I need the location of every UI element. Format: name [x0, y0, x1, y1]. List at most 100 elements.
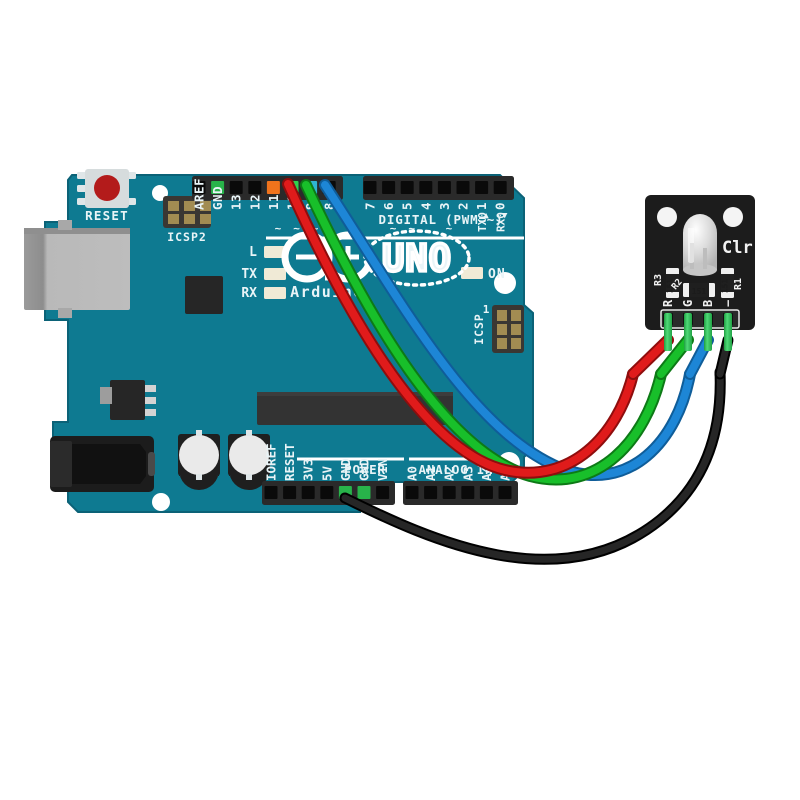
blue-wire [321, 181, 694, 479]
usb-interface-chip [185, 276, 223, 314]
power-pin-vin[interactable] [376, 486, 390, 499]
power-barrel-jack [50, 436, 155, 492]
analog-pin-a1[interactable] [424, 486, 438, 499]
module-pin-label-g: G [681, 300, 695, 307]
digital-pin-11[interactable] [266, 181, 280, 194]
digital-pin-2[interactable] [456, 181, 470, 194]
rgb-led-dome [683, 214, 717, 276]
reset-label: RESET [85, 208, 129, 223]
pwm-marker-6: ~ [390, 222, 397, 235]
power-pin-ioref[interactable] [264, 486, 278, 499]
pwm-marker-5: ~ [408, 222, 415, 235]
resistor-r3-ref: R3 [653, 274, 664, 286]
led-tx-label: TX [241, 267, 257, 282]
digital-pin-4[interactable] [419, 181, 433, 194]
analog-pin-label-a0: A0 [405, 466, 420, 481]
red-wire-tip-core [629, 336, 672, 378]
digital-pin-3[interactable] [437, 181, 451, 194]
power-pin-label-ioref: IOREF [264, 443, 279, 481]
reset-button[interactable] [77, 169, 136, 208]
electrolytic-capacitor [178, 430, 220, 490]
resistor-r1: 151 [721, 268, 734, 298]
digital-pin-label-11: 11 [266, 194, 281, 210]
module-pin-label-minus: − [721, 300, 735, 307]
analog-pin-a0[interactable] [405, 486, 419, 499]
rgb-led-module: Clr 151 R3 151 R2 151 R1 [645, 195, 755, 330]
power-pin-label-gnd: GND [338, 458, 353, 481]
power-pin-reset[interactable] [283, 486, 297, 499]
mounting-hole [152, 493, 170, 511]
wire-harness [282, 178, 726, 565]
digital-pin-alt-TX0: TX0 [476, 212, 489, 232]
icsp-header[interactable] [492, 305, 524, 353]
module-pin-post-minus [724, 313, 732, 351]
pwm-marker-10: ~ [293, 222, 300, 235]
power-pin-label-3v3: 3V3 [301, 458, 316, 481]
arduino-uno-board: RESET [24, 169, 534, 513]
digital-pin-6[interactable] [382, 181, 396, 194]
resistor-r2: 151 [683, 283, 715, 297]
digital-section-label: DIGITAL (PWM=~) [379, 212, 504, 227]
power-pin-3v3[interactable] [301, 486, 315, 499]
green-wire-tip-core [657, 336, 692, 378]
digital-pin-gnd[interactable] [211, 181, 225, 194]
digital-pin-label-12: 12 [247, 194, 262, 210]
led-on-label: ON [488, 267, 506, 282]
digital-pin-5[interactable] [400, 181, 414, 194]
reset-button-cap[interactable] [94, 175, 120, 201]
microcontroller-chip [257, 392, 453, 425]
digital-pin-label-3: 3 [437, 202, 452, 210]
icsp-label: ICSP [472, 313, 486, 345]
led-on-indicator [461, 267, 483, 279]
analog-pin-label-a3: A3 [460, 466, 475, 481]
digital-pin-label-5: 5 [400, 202, 415, 210]
module-pin-posts-top [664, 313, 732, 351]
uno-badge: UNO [363, 229, 471, 287]
voltage-regulator [100, 380, 156, 420]
led-rx-indicator [264, 287, 286, 299]
resistor-r3-value: 151 [666, 279, 675, 294]
module-pin-header[interactable] [660, 309, 740, 329]
digital-pin-arrow-TX0: ▲ [483, 211, 489, 221]
analog-pin-a2[interactable] [442, 486, 456, 499]
power-pin-label-vin: VIN [375, 458, 390, 481]
led-l-indicator [264, 246, 286, 258]
digital-pin-label-4: 4 [418, 202, 433, 210]
power-pin-label-5v: 5V [319, 465, 334, 481]
analog-pin-a3[interactable] [461, 486, 475, 499]
red-wire [284, 180, 637, 477]
icsp2-header[interactable] [163, 191, 211, 228]
led-l-label: L [249, 245, 257, 260]
module-pin-post-g [684, 313, 692, 351]
icsp2-label: ICSP2 [167, 230, 207, 244]
digital-pin-label-13: 13 [229, 194, 244, 210]
power-pin-5v[interactable] [320, 486, 334, 499]
digital-pin-13[interactable] [229, 181, 243, 194]
pwm-marker-3: ~ [446, 222, 453, 235]
analog-pin-a4[interactable] [479, 486, 493, 499]
module-mounting-hole [723, 207, 743, 227]
digital-pin-label-2: 2 [456, 202, 471, 210]
pwm-marker-11: ~ [275, 222, 282, 235]
digital-pin-aref[interactable] [192, 181, 206, 194]
usb-connector [24, 220, 130, 318]
analog-pin-label-a1: A1 [423, 466, 438, 481]
power-pin-gnd-2[interactable] [357, 486, 371, 499]
analog-pin-a5[interactable] [498, 486, 512, 499]
digital-pin-12[interactable] [248, 181, 262, 194]
resistor-r1-value: 151 [721, 279, 730, 294]
digital-pin-7[interactable] [363, 181, 377, 194]
digital-pin-1[interactable] [475, 181, 489, 194]
resistor-r3: 151 [666, 268, 679, 298]
mounting-hole [494, 272, 516, 294]
resistor-r2-value: 151 [692, 287, 707, 296]
digital-pin-arrow-RX0: ▼ [502, 211, 508, 221]
power-pin-label-gnd: GND [357, 458, 372, 481]
digital-pin-0[interactable] [493, 181, 507, 194]
